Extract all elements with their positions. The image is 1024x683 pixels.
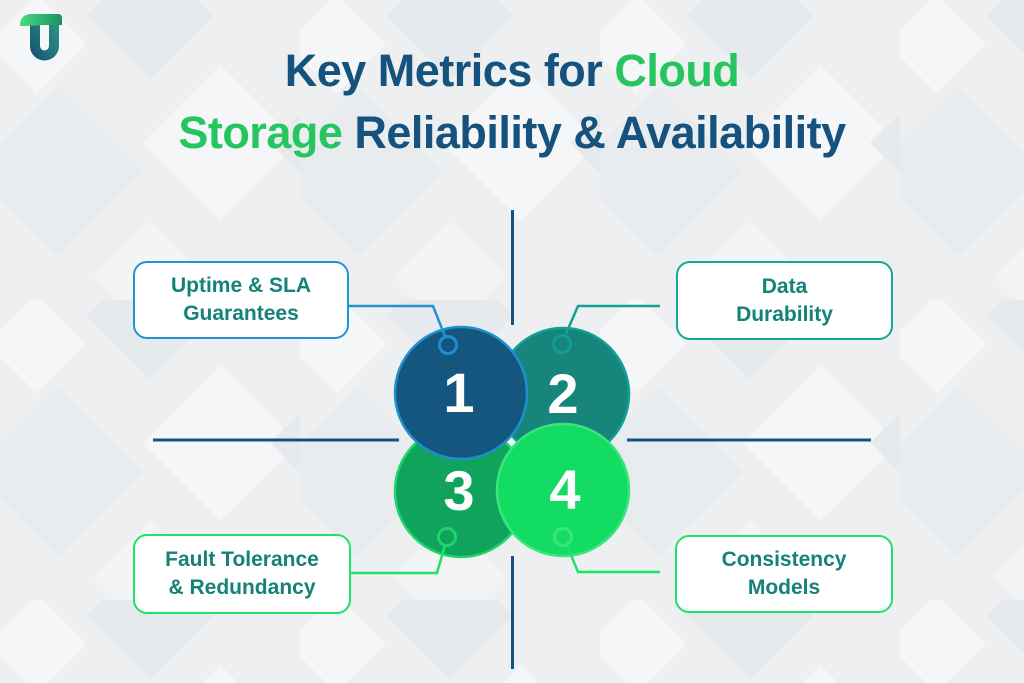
connector-line-3 [349,537,449,575]
tu-logo-icon [20,14,62,61]
anchor-ring-2 [552,334,572,354]
circle-4 [495,422,631,558]
title-text-navy: Reliability & Availability [342,107,846,158]
label-line: & Redundancy [168,576,316,599]
label-line: Models [747,576,821,599]
label-line: Durability [736,302,833,326]
connector-line-1 [347,304,450,345]
anchor-ring-1 [438,335,458,355]
title-text-green: Cloud [614,45,740,96]
title-line-1: Key Metrics for Cloud [0,40,1024,102]
title-text-navy: Key Metrics for [284,45,615,96]
connector-line-2 [560,304,660,344]
label-line: Uptime & SLA [170,274,311,297]
label-box-data-durability: Data Durability [676,261,893,340]
anchor-ring-4 [553,527,573,547]
label-line: Guarantees [183,302,299,325]
label-line: Data [761,274,808,298]
circle-number-2: 2 [547,362,578,425]
connector-line-4 [562,537,660,574]
label-box-uptime-sla-guarantees: Uptime & SLA Guarantees [133,261,349,339]
label-line: Consistency [721,548,847,571]
label-box-consistency-models: Consistency Models [675,535,893,613]
circle-number-1: 1 [443,361,474,424]
title-text-green: Storage [178,107,343,158]
page-title: Key Metrics for Cloud Storage Reliabilit… [0,40,1024,164]
circle-1 [393,325,529,461]
title-line-2: Storage Reliability & Availability [0,102,1024,164]
anchor-ring-3 [437,527,457,547]
label-line: Fault Tolerance [165,548,319,571]
brand-logo [16,10,64,71]
circle-number-4: 4 [549,458,580,521]
label-box-fault-tolerance-redundancy: Fault Tolerance & Redundancy [133,534,351,614]
circle-number-3: 3 [443,459,474,522]
